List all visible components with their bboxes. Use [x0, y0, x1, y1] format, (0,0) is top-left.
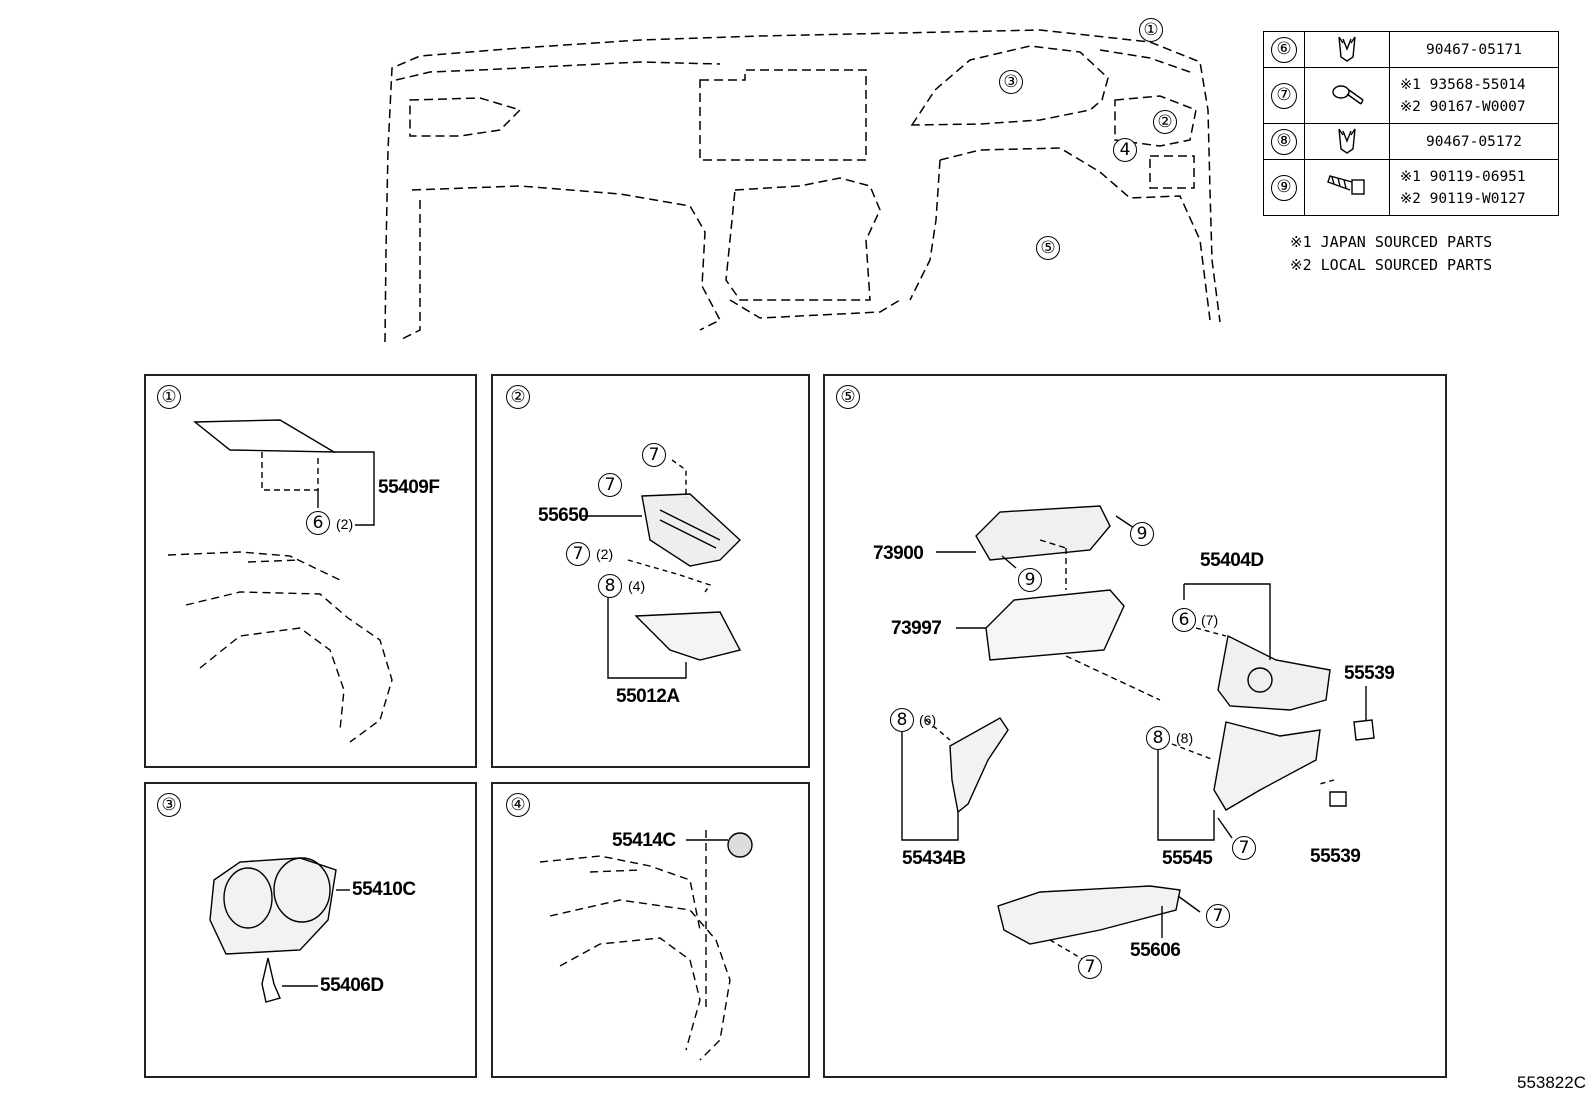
part-73997: 73997 [891, 618, 942, 639]
table-row: ⑨ ※1 90119-06951 ※2 90119-W0127 [1263, 159, 1559, 216]
table-row: ⑥ 90467-05171 [1263, 31, 1559, 68]
panel-1-label: ① [157, 385, 181, 409]
ref-8: 8 [598, 574, 622, 598]
part-55404D: 55404D [1200, 550, 1264, 571]
part-55012A: 55012A [616, 686, 680, 707]
part-number: ※2 90167-W0007 [1400, 98, 1526, 115]
part-55409F: 55409F [378, 477, 440, 498]
note-local-sourced: ※2 LOCAL SOURCED PARTS [1290, 256, 1493, 274]
part-55410C: 55410C [352, 879, 416, 900]
panel-4 [491, 782, 810, 1078]
table-row: ⑦ ※1 93568-55014 ※2 90167-W0007 [1263, 67, 1559, 124]
screw-icon [1332, 84, 1364, 105]
ref-8: 8 [890, 708, 914, 732]
part-number: 90467-05171 [1389, 31, 1559, 68]
ref-7: 7 [642, 443, 666, 467]
ref-9: 9 [1130, 522, 1154, 546]
ref-7: 7 [1078, 955, 1102, 979]
bolt-icon [1327, 174, 1365, 195]
note-japan-sourced: ※1 JAPAN SOURCED PARTS [1290, 233, 1493, 251]
part-55539: 55539 [1344, 663, 1395, 684]
part-number: ※2 90119-W0127 [1400, 190, 1526, 207]
ref-6: 6 [1172, 608, 1196, 632]
panel-1 [144, 374, 477, 768]
qty: (2) [336, 516, 354, 532]
callout-1: ① [1139, 18, 1163, 42]
ref-6: 6 [306, 511, 330, 535]
panel-2-label: ② [506, 385, 530, 409]
part-number: ※1 90119-06951 [1400, 168, 1526, 185]
fastener-parts-table: ⑥ 90467-05171 ⑦ ※1 93568-55014 ※2 90167-… [1263, 31, 1559, 216]
callout-5: ⑤ [1036, 236, 1060, 260]
clip-icon [1338, 36, 1356, 62]
panel-5 [823, 374, 1447, 1078]
part-55545: 55545 [1162, 848, 1213, 869]
ref-6: ⑥ [1271, 36, 1297, 63]
ref-7: 7 [598, 473, 622, 497]
part-55434B: 55434B [902, 848, 966, 869]
qty: (6) [919, 712, 937, 728]
callout-3: ③ [999, 70, 1023, 94]
part-73900: 73900 [873, 543, 924, 564]
qty: (7) [1201, 612, 1219, 628]
part-55539: 55539 [1310, 846, 1361, 867]
part-55414C: 55414C [612, 830, 676, 851]
panel-5-label: ⑤ [836, 385, 860, 409]
ref-9: ⑨ [1271, 174, 1297, 201]
qty: (4) [628, 578, 646, 594]
ref-7: 7 [1206, 904, 1230, 928]
panel-4-label: ④ [506, 793, 530, 817]
qty: (8) [1176, 730, 1194, 746]
part-55650: 55650 [538, 505, 589, 526]
callout-4: 4 [1113, 138, 1137, 162]
ref-7: 7 [566, 542, 590, 566]
qty: (2) [596, 546, 614, 562]
panel-2 [491, 374, 810, 768]
ref-8: 8 [1146, 726, 1170, 750]
panel-3 [144, 782, 477, 1078]
table-row: ⑧ 90467-05172 [1263, 123, 1559, 160]
part-number: ※1 93568-55014 [1400, 76, 1526, 93]
ref-7: 7 [1232, 836, 1256, 860]
ref-9: 9 [1018, 568, 1042, 592]
illustration-code: 553822C [1516, 1073, 1586, 1092]
part-55406D: 55406D [320, 975, 384, 996]
ref-7: ⑦ [1271, 82, 1297, 109]
panel-3-label: ③ [157, 793, 181, 817]
clip-icon [1338, 128, 1356, 154]
callout-2: ② [1153, 110, 1177, 134]
part-55606: 55606 [1130, 940, 1181, 961]
ref-8: ⑧ [1271, 128, 1297, 155]
